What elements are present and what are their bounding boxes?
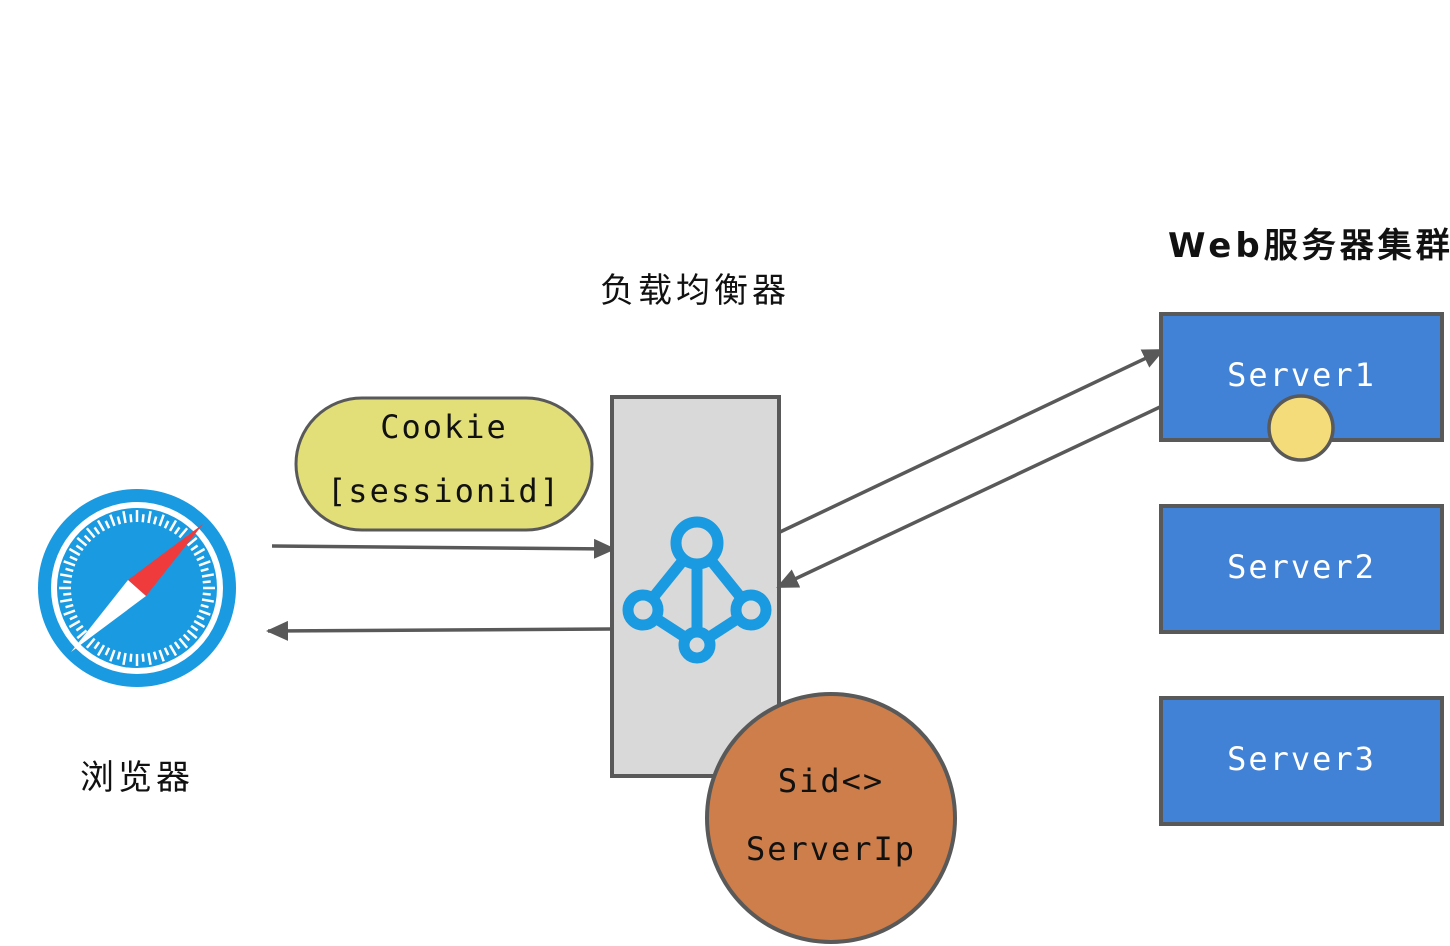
- compass-tick: [178, 527, 189, 539]
- return-arrow: [776, 405, 1161, 589]
- compass-tick: [152, 516, 158, 525]
- compass-tick: [85, 527, 96, 539]
- compass-tick: [147, 652, 152, 666]
- compass-tick: [104, 520, 111, 529]
- forward-arrow: [779, 348, 1165, 534]
- compass-tick: [65, 567, 74, 573]
- compass-tick: [76, 629, 88, 640]
- server2-box: [1159, 504, 1444, 634]
- compass-tick: [163, 520, 170, 529]
- server3-box: [1159, 696, 1444, 826]
- mapping-line1: Sid<>: [777, 762, 885, 800]
- compass-tick: [63, 560, 76, 567]
- compass-tick: [122, 510, 127, 524]
- compass-tick: [96, 644, 106, 657]
- server3-label: Server3: [1227, 740, 1376, 778]
- compass-tick: [201, 598, 215, 603]
- compass-tick: [202, 592, 211, 596]
- load-balancer-label: 负载均衡器: [600, 271, 790, 311]
- compass-tick: [201, 573, 215, 578]
- compass-tick: [83, 534, 92, 543]
- mapping-circle: [705, 692, 957, 944]
- compass-tick: [76, 536, 88, 547]
- compass-tick: [129, 653, 133, 662]
- cookie-pill: [294, 396, 594, 532]
- compass-tick: [173, 641, 181, 650]
- compass-tick: [158, 649, 165, 662]
- compass-tick: [186, 536, 198, 547]
- mapping-line2: ServerIp: [745, 830, 917, 868]
- compass-tick: [63, 580, 72, 584]
- compass-tick: [200, 603, 209, 609]
- session-dot: [1267, 394, 1335, 462]
- compass-tick: [59, 573, 73, 578]
- compass-tick: [116, 651, 122, 660]
- request-arrow: [271, 538, 616, 559]
- compass-tick: [202, 580, 211, 584]
- server1-label: Server1: [1227, 356, 1376, 394]
- compass-tick: [63, 609, 76, 616]
- compass-tick: [69, 614, 78, 621]
- compass-tick: [173, 526, 181, 535]
- compass-tick: [141, 514, 145, 523]
- compass-tick: [190, 544, 199, 552]
- server2-label: Server2: [1227, 548, 1376, 586]
- compass-tick: [122, 652, 127, 666]
- safari-compass-icon: [38, 489, 236, 687]
- cluster-title: Web服务器集群: [1168, 226, 1450, 266]
- compass-tick: [109, 649, 116, 662]
- compass-tick: [68, 547, 81, 557]
- compass-tick: [186, 629, 198, 640]
- cookie-line2: [sessionid]: [327, 472, 561, 510]
- compass-tick: [190, 624, 199, 632]
- compass-tick: [93, 641, 101, 650]
- compass-tick: [116, 516, 122, 525]
- response-arrow: [266, 620, 613, 641]
- compass-tick: [152, 651, 158, 660]
- browser-label: 浏览器: [80, 758, 194, 798]
- compass-tick: [196, 614, 205, 621]
- compass-tick: [168, 519, 178, 532]
- compass-tick: [158, 514, 165, 527]
- compass-tick: [69, 555, 78, 562]
- network-nodes-icon: [622, 516, 772, 664]
- compass-tick: [75, 624, 84, 632]
- compass-tick: [59, 598, 73, 603]
- compass-tick: [198, 609, 211, 616]
- compass-tick: [193, 619, 206, 629]
- compass-tick: [104, 647, 111, 656]
- compass-tick: [168, 644, 178, 657]
- compass-tick: [63, 592, 72, 596]
- compass-tick: [182, 633, 191, 642]
- compass-tick: [193, 547, 206, 557]
- compass-tick: [147, 510, 152, 524]
- compass-tick: [68, 619, 81, 629]
- cookie-line1: Cookie: [380, 408, 508, 446]
- compass-tick: [109, 514, 116, 527]
- compass-tick: [178, 637, 189, 649]
- compass-tick: [96, 519, 106, 532]
- compass-tick: [129, 514, 133, 523]
- compass-tick: [163, 647, 170, 656]
- compass-tick: [196, 555, 205, 562]
- compass-tick: [198, 560, 211, 567]
- compass-tick: [141, 653, 145, 662]
- compass-tick: [65, 603, 74, 609]
- compass-tick: [200, 567, 209, 573]
- compass-tick: [93, 526, 101, 535]
- compass-tick: [85, 637, 96, 649]
- compass-tick: [75, 544, 84, 552]
